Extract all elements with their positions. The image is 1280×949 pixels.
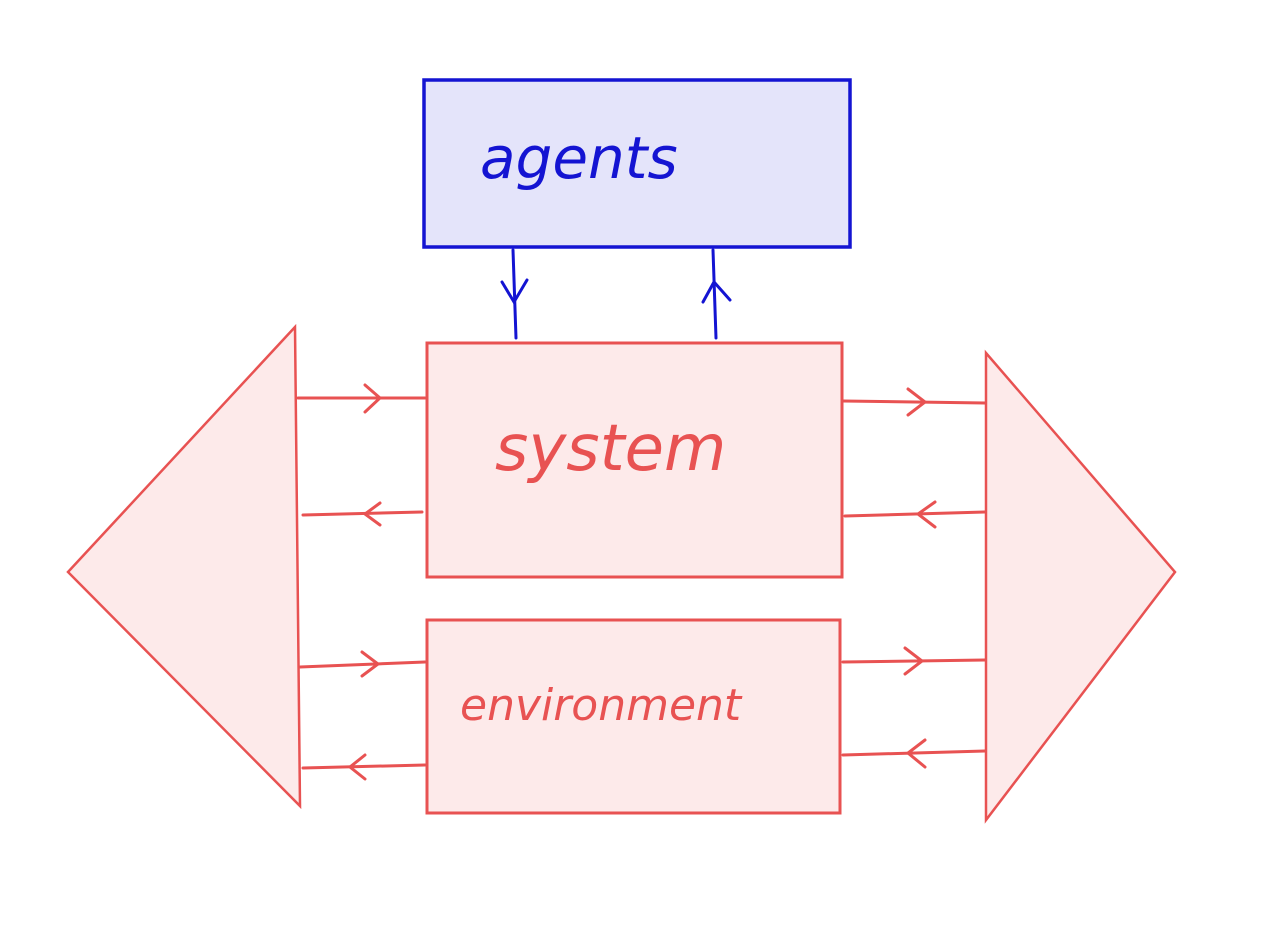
agent-to-system-arrow — [500, 248, 529, 340]
right-to-environment-arrow — [841, 738, 987, 769]
system-to-left-arrow — [301, 501, 424, 527]
system-box — [425, 341, 844, 579]
environment-box — [425, 618, 842, 815]
environment-to-left-arrow — [301, 753, 427, 781]
agents-label: agents — [480, 124, 678, 192]
agents-box — [422, 78, 852, 249]
system-to-right-arrow — [841, 387, 987, 417]
system-to-agent-arrow — [701, 248, 732, 340]
environment-label: environment — [460, 680, 743, 731]
right-external-triangle — [984, 349, 1177, 824]
left-to-environment-arrow — [298, 650, 427, 678]
left-external-triangle — [66, 323, 302, 810]
left-to-system-arrow — [296, 383, 427, 414]
environment-to-right-arrow — [841, 646, 987, 676]
right-to-system-arrow — [843, 500, 987, 529]
system-label: system — [495, 412, 726, 486]
